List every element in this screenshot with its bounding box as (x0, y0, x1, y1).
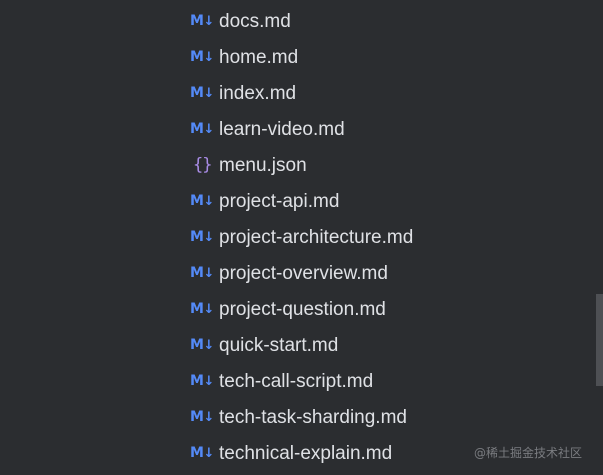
file-row-project-overview-md[interactable]: M↓ project-overview.md (0, 255, 596, 291)
file-row-technical-explain-md[interactable]: M↓ technical-explain.md (0, 435, 596, 471)
markdown-file-icon: M↓ (190, 265, 214, 281)
file-row-tech-task-sharding-md[interactable]: M↓ tech-task-sharding.md (0, 399, 596, 435)
markdown-file-icon: M↓ (190, 229, 214, 245)
file-row-quick-start-md[interactable]: M↓ quick-start.md (0, 327, 596, 363)
markdown-file-icon: M↓ (190, 373, 214, 389)
file-name: tech-call-script.md (219, 370, 374, 392)
file-row-project-api-md[interactable]: M↓ project-api.md (0, 183, 596, 219)
markdown-file-icon: M↓ (190, 193, 214, 209)
markdown-file-icon: M↓ (190, 409, 214, 425)
scrollbar-thumb[interactable] (596, 294, 603, 386)
markdown-file-icon: M↓ (190, 301, 214, 317)
watermark: @稀土掘金技术社区 (474, 446, 583, 460)
file-name: project-architecture.md (219, 226, 414, 248)
vertical-scrollbar[interactable] (596, 0, 603, 475)
json-file-icon: {} (193, 154, 212, 175)
file-row-tech-call-script-md[interactable]: M↓ tech-call-script.md (0, 363, 596, 399)
markdown-file-icon: M↓ (190, 49, 214, 65)
file-row-learn-video-md[interactable]: M↓ learn-video.md (0, 111, 596, 147)
markdown-file-icon: M↓ (190, 337, 214, 353)
file-name: menu.json (219, 154, 307, 176)
file-row-index-md[interactable]: M↓ index.md (0, 75, 596, 111)
file-name: index.md (219, 82, 297, 104)
file-name: home.md (219, 46, 299, 68)
file-name: project-question.md (219, 298, 386, 320)
file-list: M↓ docs.md M↓ home.md M↓ index.md M↓ lea… (0, 3, 596, 471)
file-row-menu-json[interactable]: {} menu.json (0, 147, 596, 183)
markdown-file-icon: M↓ (190, 13, 214, 29)
file-row-project-architecture-md[interactable]: M↓ project-architecture.md (0, 219, 596, 255)
file-name: tech-task-sharding.md (219, 406, 407, 428)
file-name: quick-start.md (219, 334, 339, 356)
file-row-project-question-md[interactable]: M↓ project-question.md (0, 291, 596, 327)
file-name: technical-explain.md (219, 442, 393, 464)
markdown-file-icon: M↓ (190, 445, 214, 461)
file-name: project-api.md (219, 190, 340, 212)
markdown-file-icon: M↓ (190, 121, 214, 137)
file-name: docs.md (219, 10, 291, 32)
markdown-file-icon: M↓ (190, 85, 214, 101)
file-row-docs-md[interactable]: M↓ docs.md (0, 3, 596, 39)
file-name: learn-video.md (219, 118, 345, 140)
file-name: project-overview.md (219, 262, 388, 284)
file-row-home-md[interactable]: M↓ home.md (0, 39, 596, 75)
